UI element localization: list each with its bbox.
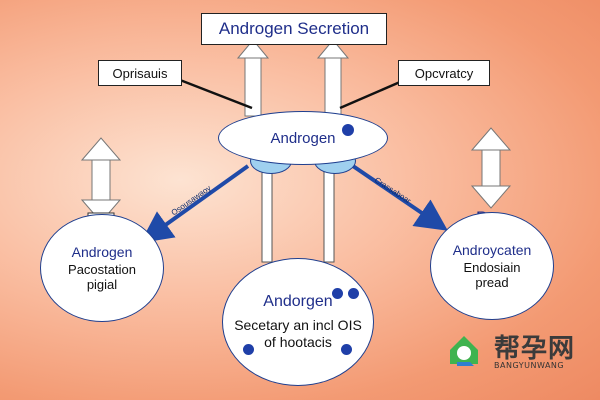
node-right-title: Androycaten — [452, 242, 532, 258]
node-right: Androycaten Endosiain pread — [430, 212, 554, 320]
node-bottom-line2: of hootacis — [264, 334, 332, 350]
node-center-title: Androgen — [270, 129, 336, 147]
label-left: Oprisauis — [98, 60, 182, 86]
node-left-line1: Pacostation — [68, 262, 136, 277]
node-left-line2: pigial — [86, 277, 118, 292]
node-center: Androgen — [218, 111, 388, 165]
node-bottom-title: Andorgen — [263, 293, 333, 310]
node-bottom-dot-1 — [332, 288, 343, 299]
node-left: Androgen Pacostation pigial — [40, 214, 164, 322]
watermark-cn: 帮孕网 — [494, 334, 576, 364]
up-arrow-right — [316, 39, 350, 117]
title-box: Androgen Secretion — [201, 13, 387, 45]
node-bottom-dot-2 — [348, 288, 359, 299]
node-bottom-dot-4 — [341, 344, 352, 355]
double-arrow-right — [470, 127, 512, 209]
watermark-logo: 帮孕网 BANGYUNWANG — [444, 326, 584, 374]
leader-line-left — [179, 78, 253, 110]
watermark-en: BANGYUNWANG — [494, 361, 565, 370]
node-center-dot — [342, 124, 354, 136]
node-bottom: Andorgen Secetary an incl OIS of hootaci… — [222, 258, 374, 386]
blue-arrow-right — [348, 162, 448, 231]
connector-right-vertical — [323, 159, 335, 263]
watermark-icon — [450, 336, 478, 366]
up-arrow-left — [236, 39, 270, 117]
node-bottom-dot-3 — [243, 344, 254, 355]
connector-left-vertical — [261, 159, 273, 263]
node-right-line2: pread — [475, 275, 509, 290]
node-bottom-line1: Secetary an incl OIS — [234, 317, 362, 333]
node-right-line1: Endosiain — [463, 260, 521, 275]
label-right: Opcvratcy — [398, 60, 490, 86]
blue-arrow-left — [140, 164, 250, 243]
node-left-title: Androgen — [71, 244, 133, 260]
leader-line-right — [339, 80, 401, 110]
